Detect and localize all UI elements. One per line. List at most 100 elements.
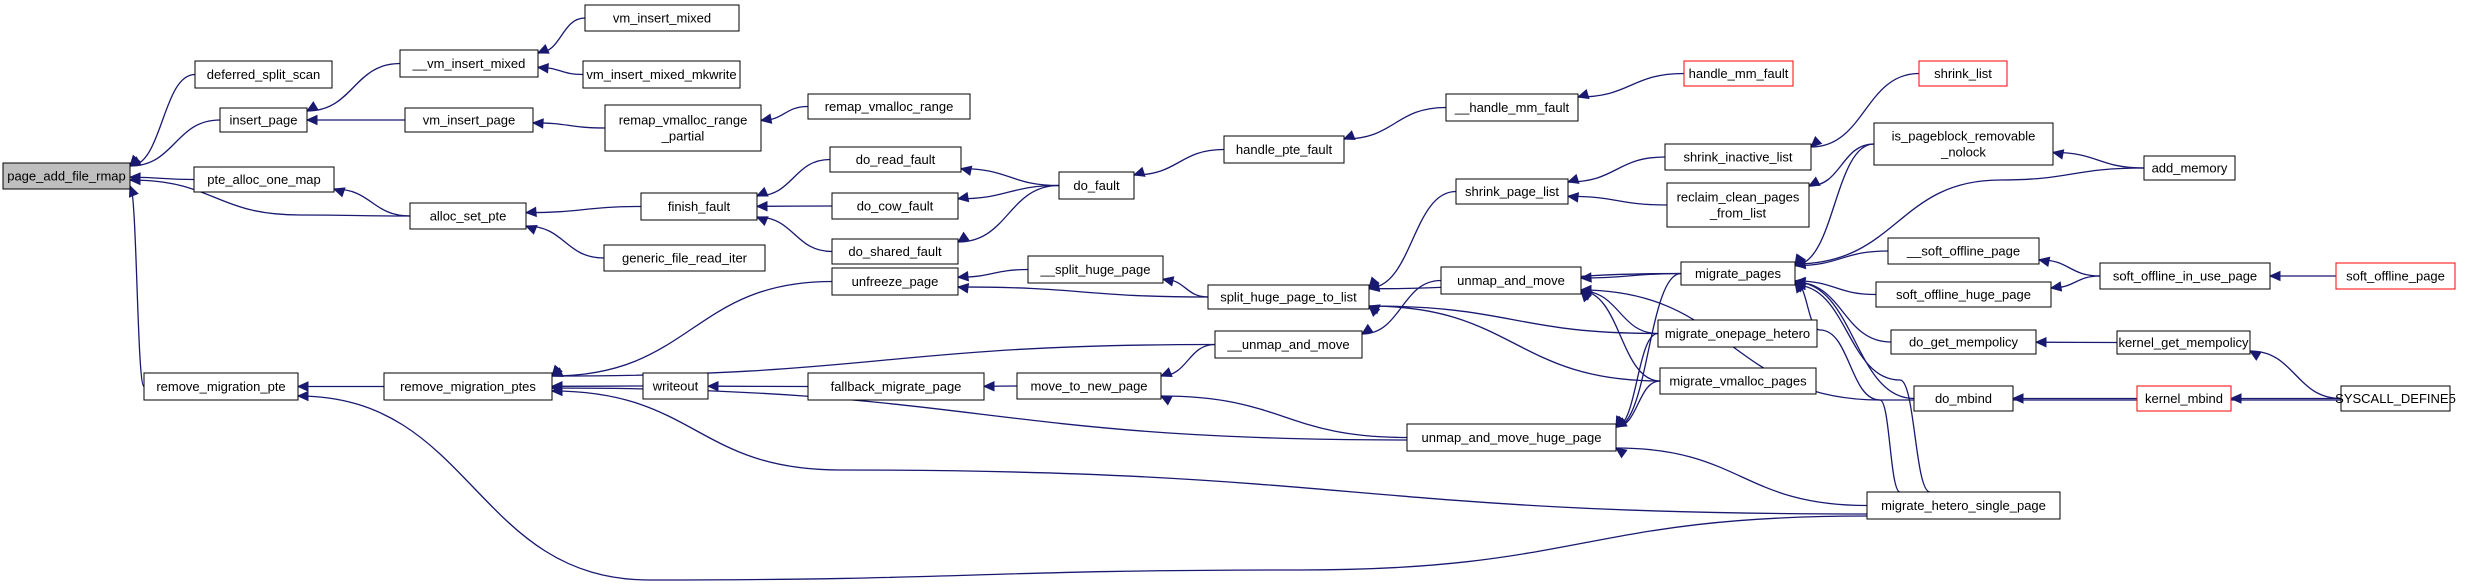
node-box[interactable] [582, 60, 741, 89]
node-box[interactable] [2340, 385, 2451, 412]
node-reclaim-clean-pages-from-list[interactable]: reclaim_clean_pages_from_list [1666, 182, 1810, 228]
node-deferred-split-scan[interactable]: deferred_split_scan [194, 60, 333, 89]
node-shrink-inactive-list[interactable]: shrink_inactive_list [1664, 143, 1812, 171]
node-migrate-hetero-single-page[interactable]: migrate_hetero_single_page [1866, 491, 2061, 520]
node-box[interactable] [2143, 155, 2236, 181]
node-generic-file-read-iter[interactable]: generic_file_read_iter [603, 244, 766, 272]
node-insert-page[interactable]: insert_page [219, 107, 308, 133]
node-handle-mm-fault[interactable]: handle_mm_fault [1683, 60, 1794, 87]
node-vm-insert-page[interactable]: vm_insert_page [404, 107, 534, 133]
node-box[interactable] [604, 104, 762, 152]
node-soft-offline-page[interactable]: __soft_offline_page [1887, 237, 2040, 265]
node-box[interactable] [584, 4, 740, 32]
node-box[interactable] [1440, 266, 1582, 295]
node-soft-offline-in-use-page[interactable]: soft_offline_in_use_page [2099, 262, 2271, 290]
node-box[interactable] [1918, 60, 2008, 87]
node-add-memory[interactable]: add_memory [2143, 155, 2236, 181]
node-box[interactable] [1887, 237, 2040, 265]
node-syscall-define5[interactable]: SYSCALL_DEFINE5 [2335, 385, 2456, 412]
node-box[interactable] [1016, 372, 1162, 400]
node-box[interactable] [1406, 423, 1617, 452]
node-box[interactable] [807, 372, 985, 401]
node-box[interactable] [603, 244, 766, 272]
node-box[interactable] [1875, 281, 2052, 308]
node-vm-insert-mixed-mkwrite[interactable]: vm_insert_mixed_mkwrite [582, 60, 741, 89]
node-unfreeze-page[interactable]: unfreeze_page [831, 267, 959, 296]
node-vm-insert-mixed[interactable]: __vm_insert_mixed [399, 49, 539, 78]
node-fallback-migrate-page[interactable]: fallback_migrate_page [807, 372, 985, 401]
node-box[interactable] [2136, 385, 2232, 412]
node-box[interactable] [399, 49, 539, 78]
node-remap-vmalloc-range-partial[interactable]: remap_vmalloc_range_partial [604, 104, 762, 152]
node-handle-mm-fault[interactable]: __handle_mm_fault [1445, 93, 1579, 122]
node-shrink-page-list[interactable]: shrink_page_list [1455, 178, 1569, 205]
node-box[interactable] [2116, 330, 2251, 355]
node-unmap-and-move[interactable]: __unmap_and_move [1214, 330, 1363, 359]
node-box[interactable] [404, 107, 534, 133]
node-box[interactable] [1223, 135, 1345, 164]
node-box[interactable] [831, 267, 959, 296]
node-box[interactable] [1214, 330, 1363, 359]
node-kernel-get-mempolicy[interactable]: kernel_get_mempolicy [2116, 330, 2251, 355]
node-box[interactable] [1666, 182, 1810, 228]
node-page-add-file-rmap[interactable]: page_add_file_rmap [2, 162, 131, 190]
node-remove-migration-pte[interactable]: remove_migration_pte [143, 372, 299, 401]
node-box[interactable] [829, 146, 962, 173]
node-box[interactable] [1445, 93, 1579, 122]
node-box[interactable] [831, 238, 959, 265]
node-do-mbind[interactable]: do_mbind [1913, 385, 2014, 412]
node-handle-pte-fault[interactable]: handle_pte_fault [1223, 135, 1345, 164]
node-migrate-onepage-hetero[interactable]: migrate_onepage_hetero [1657, 319, 1818, 348]
node-remap-vmalloc-range[interactable]: remap_vmalloc_range [807, 93, 971, 120]
node-box[interactable] [640, 192, 758, 221]
node-unmap-and-move[interactable]: unmap_and_move [1440, 266, 1582, 295]
node-box[interactable] [1058, 171, 1135, 200]
node-split-huge-page-to-list[interactable]: split_huge_page_to_list [1207, 284, 1370, 310]
node-unmap-and-move-huge-page[interactable]: unmap_and_move_huge_page [1406, 423, 1617, 452]
node-migrate-pages[interactable]: migrate_pages [1680, 261, 1796, 286]
node-split-huge-page[interactable]: __split_huge_page [1027, 255, 1164, 284]
node-migrate-vmalloc-pages[interactable]: migrate_vmalloc_pages [1659, 367, 1817, 395]
node-do-read-fault[interactable]: do_read_fault [829, 146, 962, 173]
node-box[interactable] [1913, 385, 2014, 412]
node-box[interactable] [383, 372, 553, 401]
node-box[interactable] [219, 107, 308, 133]
node-writeout[interactable]: writeout [642, 372, 709, 400]
node-box[interactable] [1683, 60, 1794, 87]
node-box[interactable] [1664, 143, 1812, 171]
node-box[interactable] [1027, 255, 1164, 284]
node-vm-insert-mixed[interactable]: vm_insert_mixed [584, 4, 740, 32]
node-box[interactable] [1657, 319, 1818, 348]
node-box[interactable] [2, 162, 131, 190]
node-shrink-list[interactable]: shrink_list [1918, 60, 2008, 87]
node-do-cow-fault[interactable]: do_cow_fault [831, 192, 959, 220]
node-box[interactable] [1455, 178, 1569, 205]
node-box[interactable] [409, 202, 527, 230]
node-box[interactable] [807, 93, 971, 120]
node-box[interactable] [1680, 261, 1796, 286]
node-box[interactable] [194, 60, 333, 89]
node-box[interactable] [831, 192, 959, 220]
node-alloc-set-pte[interactable]: alloc_set_pte [409, 202, 527, 230]
node-soft-offline-huge-page[interactable]: soft_offline_huge_page [1875, 281, 2052, 308]
node-box[interactable] [2099, 262, 2271, 290]
node-remove-migration-ptes[interactable]: remove_migration_ptes [383, 372, 553, 401]
node-do-fault[interactable]: do_fault [1058, 171, 1135, 200]
node-box[interactable] [2335, 262, 2456, 290]
node-pte-alloc-one-map[interactable]: pte_alloc_one_map [193, 166, 335, 193]
node-finish-fault[interactable]: finish_fault [640, 192, 758, 221]
node-move-to-new-page[interactable]: move_to_new_page [1016, 372, 1162, 400]
node-box[interactable] [1873, 122, 2054, 166]
node-box[interactable] [1659, 367, 1817, 395]
node-box[interactable] [143, 372, 299, 401]
node-box[interactable] [193, 166, 335, 193]
node-box[interactable] [1207, 284, 1370, 310]
node-do-shared-fault[interactable]: do_shared_fault [831, 238, 959, 265]
node-box[interactable] [642, 372, 709, 400]
node-box[interactable] [1866, 491, 2061, 520]
node-soft-offline-page[interactable]: soft_offline_page [2335, 262, 2456, 290]
node-do-get-mempolicy[interactable]: do_get_mempolicy [1890, 329, 2037, 355]
node-is-pageblock-removable-nolock[interactable]: is_pageblock_removable_nolock [1873, 122, 2054, 166]
node-kernel-mbind[interactable]: kernel_mbind [2136, 385, 2232, 412]
node-box[interactable] [1890, 329, 2037, 355]
